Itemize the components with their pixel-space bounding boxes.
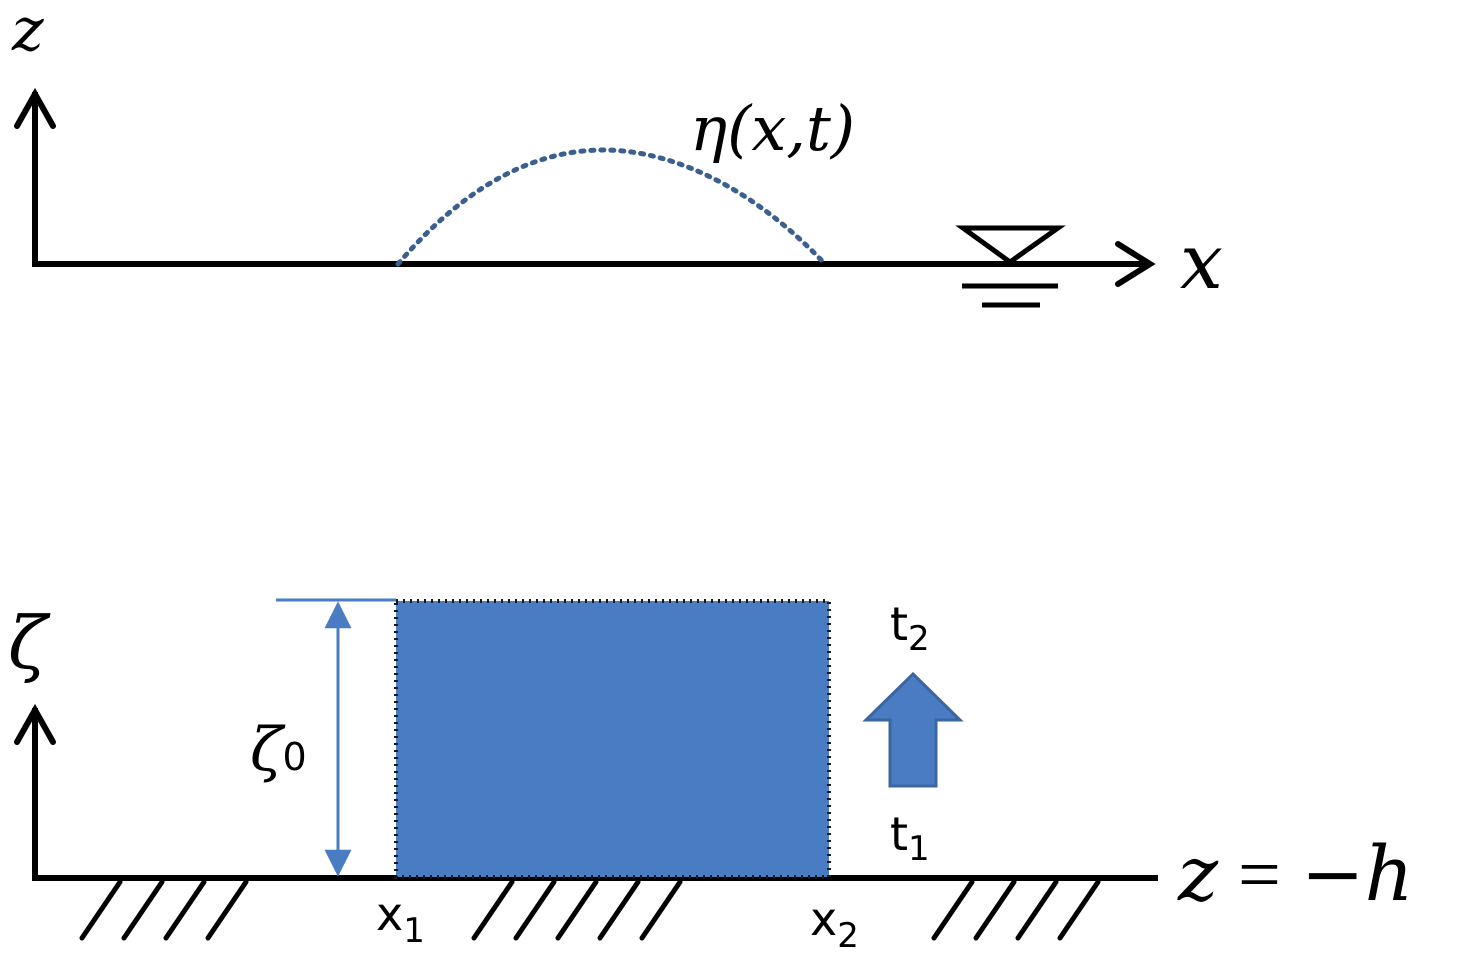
top-panel: z x η(x,t) bbox=[11, 0, 1223, 308]
x1-label: x1 bbox=[376, 887, 425, 951]
bottom-zeta-axis-arrowhead bbox=[14, 703, 56, 745]
eta-args: (x,t) bbox=[727, 92, 855, 165]
amplitude-subscript: 0 bbox=[283, 735, 307, 779]
x2-base: x bbox=[810, 892, 837, 946]
top-z-axis bbox=[14, 87, 56, 266]
eq-sign: = bbox=[1238, 833, 1281, 917]
eq-rhs: −h bbox=[1301, 829, 1414, 918]
t2-sub: 2 bbox=[908, 619, 930, 659]
top-x-axis bbox=[32, 241, 1156, 287]
x2-label: x2 bbox=[810, 892, 859, 953]
bottom-zeta-axis-label: ζ bbox=[8, 601, 51, 685]
amplitude-symbol: ζ bbox=[250, 715, 286, 785]
eq-lhs: z bbox=[1177, 829, 1219, 918]
still-water-level-icon bbox=[955, 225, 1066, 308]
t2-base: t bbox=[890, 597, 908, 651]
seafloor-uplift-block bbox=[394, 599, 831, 879]
bottom-zeta-axis bbox=[14, 703, 56, 880]
free-surface-label: η(x,t) bbox=[690, 92, 855, 165]
t1-base: t bbox=[890, 807, 908, 861]
top-x-axis-arrowhead bbox=[1115, 241, 1156, 287]
free-surface-wave bbox=[395, 147, 828, 267]
top-x-axis-label: x bbox=[1180, 217, 1223, 306]
uplift-direction-arrow bbox=[862, 671, 964, 788]
amplitude-label: ζ0 bbox=[250, 715, 307, 785]
bottom-panel: ζ ζ0 bbox=[8, 597, 1414, 953]
bottom-hatching-middle bbox=[471, 879, 683, 941]
x1-base: x bbox=[376, 887, 403, 941]
bottom-equation-label: z=−h bbox=[1177, 829, 1414, 918]
t2-label: t2 bbox=[890, 597, 930, 659]
top-z-axis-label: z bbox=[11, 0, 44, 65]
top-z-axis-arrowhead bbox=[14, 87, 56, 129]
x1-sub: 1 bbox=[403, 911, 425, 951]
bottom-hatching-right bbox=[931, 879, 1101, 941]
water-level-triangle bbox=[955, 225, 1066, 266]
x2-sub: 2 bbox=[837, 916, 859, 953]
bottom-hatching-left bbox=[79, 879, 249, 941]
eta-symbol: η bbox=[690, 92, 727, 165]
t1-label: t1 bbox=[890, 807, 930, 869]
t1-sub: 1 bbox=[908, 829, 930, 869]
